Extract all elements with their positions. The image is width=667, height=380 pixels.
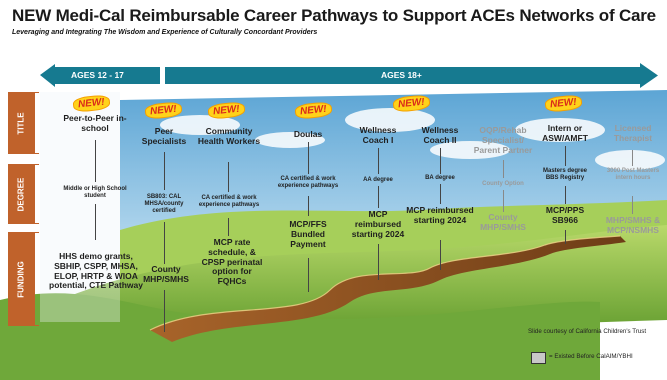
connector-line <box>440 240 441 270</box>
connector-line <box>164 152 165 190</box>
row-label-degree: DEGREE <box>8 164 34 224</box>
connector-line <box>308 142 309 174</box>
pathway-funding-peer-specialists: County MHP/SMHS <box>143 264 189 284</box>
pathway-title-peer-to-peer: Peer-to-Peer in-school <box>63 113 127 133</box>
pathway-funding-wellness-coach-2: MCP reimbursed starting 2024 <box>406 205 474 225</box>
row-bracket-degree <box>34 164 39 224</box>
connector-line <box>632 196 633 214</box>
pathway-funding-licensed-therapist: MHP/SMHS & MCP/NSMHS <box>605 215 661 235</box>
connector-line <box>440 148 441 174</box>
pathway-funding-oqp-rehab: County MHP/SMHS <box>480 212 526 232</box>
connector-line <box>440 184 441 204</box>
connector-line <box>565 230 566 244</box>
row-bracket-funding <box>34 232 39 326</box>
row-bracket-title <box>34 92 39 154</box>
pathway-funding-chw: MCP rate schedule, & CPSP perinatal opti… <box>201 237 263 287</box>
pathway-title-wellness-coach-1: Wellness Coach I <box>359 125 397 145</box>
pathway-title-intern: Intern or ASW/AMFT <box>542 123 588 143</box>
arrow-ages-adult <box>165 63 658 88</box>
page-title: NEW Medi-Cal Reimbursable Career Pathway… <box>12 6 656 25</box>
winding-road <box>150 236 626 342</box>
page-subtitle: Leveraging and Integrating The Wisdom an… <box>12 29 318 36</box>
ages-adult-label: AGES 18+ <box>381 70 422 80</box>
clouds <box>160 108 665 170</box>
connector-line <box>503 190 504 212</box>
pathway-degree-licensed-therapist: 3000 Post Masters intern hours <box>606 168 660 181</box>
pathway-degree-peer-to-peer: Middle or High School student <box>63 186 127 199</box>
connector-line <box>503 160 504 178</box>
connector-line <box>565 186 566 204</box>
pathway-title-chw: Community Health Workers <box>197 126 261 146</box>
connector-line <box>95 204 96 240</box>
pathway-degree-peer-specialists: SB803: CAL MHSA/county certified <box>144 194 184 214</box>
connector-line <box>565 146 566 166</box>
row-label-title: TITLE <box>8 92 34 154</box>
connector-line <box>95 140 96 182</box>
pathway-degree-wellness-coach-1: AA degree <box>363 177 393 183</box>
connector-line <box>308 196 309 216</box>
road-edge <box>149 235 621 331</box>
connector-line <box>228 218 229 236</box>
pathway-degree-intern: Masters degree BBS Registry <box>542 168 588 181</box>
pathway-funding-peer-to-peer: HHS demo grants, SBHIP, CSPP, MHSA, ELOP… <box>49 251 143 291</box>
legend-swatch <box>531 352 546 364</box>
arrow-ages-youth <box>40 64 160 87</box>
pathway-title-licensed-therapist: Licensed Therapist <box>613 123 653 143</box>
pathway-degree-doulas: CA certified & work experience pathways <box>277 176 339 189</box>
pathway-degree-chw: CA certified & work experience pathways <box>198 195 260 208</box>
pathway-funding-wellness-coach-1: MCP reimbursed starting 2024 <box>351 209 405 239</box>
pathway-degree-wellness-coach-2: BA degree <box>425 175 455 181</box>
connector-line <box>378 148 379 174</box>
connector-line <box>228 162 229 192</box>
pathway-title-peer-specialists: Peer Specialists <box>141 126 187 146</box>
pathway-funding-intern: MCP/PPS SB966 <box>545 205 585 225</box>
front-grass <box>0 293 600 380</box>
connector-line <box>164 222 165 264</box>
ages-youth-label: AGES 12 - 17 <box>71 70 124 80</box>
pathway-title-wellness-coach-2: Wellness Coach II <box>421 125 459 145</box>
pathway-title-doulas: Doulas <box>293 129 323 139</box>
row-label-funding: FUNDING <box>8 232 34 326</box>
courtesy-note: Slide courtesy of California Children's … <box>528 328 647 335</box>
connector-line <box>378 244 379 280</box>
legend-text: = Existed Before CalAIM/YBHI <box>549 353 633 360</box>
connector-line <box>632 150 633 166</box>
connector-line <box>308 258 309 292</box>
connector-line <box>164 290 165 332</box>
pathway-title-oqp-rehab: OQP/Rehab Specialist/ Parent Partner <box>473 125 533 155</box>
connector-line <box>378 186 379 208</box>
pathway-funding-doulas: MCP/FFS Bundled Payment <box>289 219 327 249</box>
pathway-degree-oqp-rehab: County Option <box>482 181 524 187</box>
